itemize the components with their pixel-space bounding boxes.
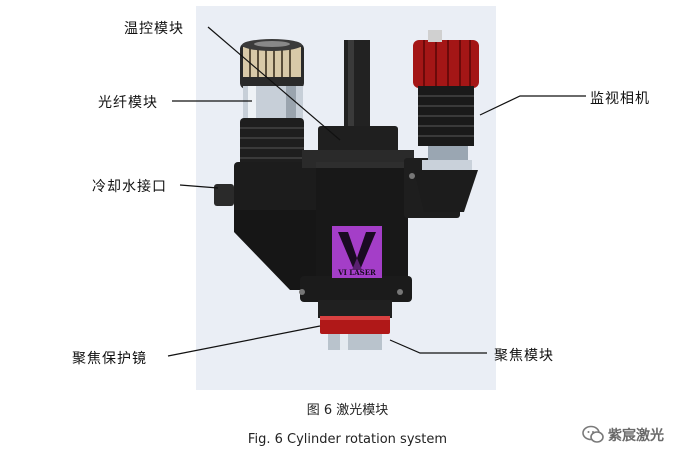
monitor-camera-part [413, 30, 479, 212]
vi-laser-logo: VI LASER [332, 226, 382, 278]
label-focus-protection-lens: 聚焦保护镜 [72, 351, 147, 367]
figure-caption-english: Fig. 6 Cylinder rotation system [247, 432, 448, 447]
label-fiber-module: 光纤模块 [98, 95, 158, 111]
label-cooling-water-port: 冷却水接口 [92, 179, 167, 195]
logo-text: VI LASER [337, 268, 376, 277]
wechat-icon [582, 425, 604, 443]
watermark-text: 紫宸激光 [608, 428, 664, 444]
focus-module-part [320, 316, 390, 350]
label-monitor-camera: 监视相机 [590, 91, 650, 107]
leader-lines [167, 26, 586, 357]
watermark: 紫宸激光 [582, 424, 664, 446]
label-temp-control-module: 温控模块 [124, 21, 184, 37]
figure-caption-chinese: 图 6 激光模块 [306, 403, 389, 418]
laser-head-body [214, 40, 460, 318]
fiber-module-part [240, 39, 304, 170]
label-focus-module: 聚焦模块 [494, 348, 554, 364]
